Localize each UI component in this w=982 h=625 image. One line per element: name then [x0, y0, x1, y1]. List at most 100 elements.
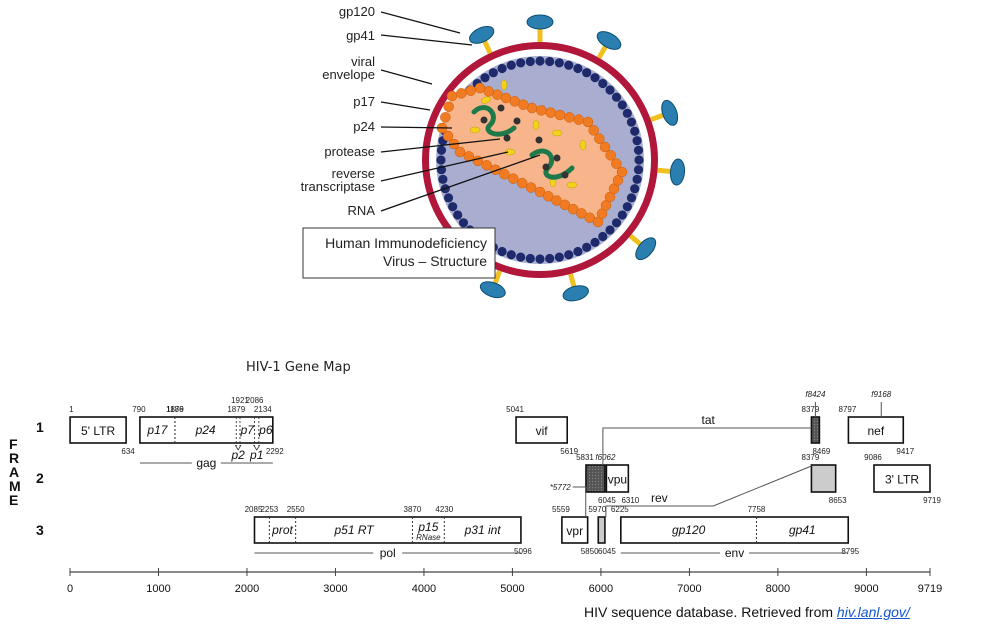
capsid-bead — [543, 191, 554, 202]
p24-capsid-beads — [436, 82, 628, 228]
label-reverse: reverse — [332, 166, 375, 181]
matrix-bead — [453, 210, 463, 220]
frame-letter-a: A — [9, 464, 19, 480]
callout-lines — [380, 11, 541, 212]
gene-end-coord: 6310 — [621, 496, 639, 505]
gene-end-coord: 5096 — [514, 547, 532, 556]
matrix-bead — [497, 63, 507, 74]
matrix-bead — [535, 56, 545, 66]
group-label: env — [725, 546, 744, 560]
matrix-bead — [611, 92, 622, 102]
source-link[interactable]: hiv.lanl.gov/ — [836, 604, 910, 620]
gene-start-coord: 8379 — [802, 405, 820, 414]
label-gp41: gp41 — [346, 28, 375, 43]
matrix-bead — [545, 253, 555, 264]
gene-end-coord: 5619 — [560, 447, 578, 456]
envelope-spikes — [469, 14, 686, 302]
gene-label: vif — [536, 424, 549, 438]
divider-coord: 2253 — [260, 505, 278, 514]
capsid-bead — [516, 177, 528, 189]
frame-1-label: 1 — [36, 419, 44, 435]
group-label: pol — [380, 546, 396, 560]
subregion-label: p15 — [417, 520, 438, 534]
gene-end-coord: 2292 — [266, 447, 284, 456]
matrix-bead — [497, 246, 507, 257]
subregion-p17: p17 — [146, 423, 168, 437]
axis-tick-label: 2000 — [235, 583, 259, 595]
gene-map-title: HIV-1 Gene Map — [246, 360, 351, 375]
axis-tick-label: 7000 — [677, 583, 701, 595]
axis-tick-label: 9000 — [854, 583, 878, 595]
axis-tick-label: 0 — [67, 583, 73, 595]
gene-start-coord: 5970 — [588, 505, 606, 514]
gene-start-coord: 6225 — [611, 505, 629, 514]
matrix-bead — [573, 246, 583, 257]
matrix-bead — [564, 60, 574, 70]
gene-start-coord: 9086 — [864, 453, 882, 462]
capsid-bead — [508, 173, 519, 184]
vpr-5772-label: *5772 — [550, 483, 571, 492]
matrix-bead — [622, 202, 632, 212]
matrix-bead — [590, 73, 600, 83]
capsid-bead — [576, 208, 587, 219]
cleavage-label-p2: p2 — [230, 448, 245, 462]
gene-start-coord: 1 — [69, 405, 74, 414]
hiv-virus-structure-illustration: gp120 gp41 viral envelope p17 p24 protea… — [301, 4, 686, 302]
gp120-gp41-spike — [562, 273, 589, 302]
matrix-bead — [617, 100, 627, 110]
divider-coord: 1186 — [166, 405, 184, 414]
capsid-bead — [499, 168, 510, 180]
rev-splice-line — [605, 465, 812, 517]
matrix-bead — [598, 231, 608, 242]
matrix-bead — [516, 252, 526, 262]
label-viral: viral — [351, 54, 375, 69]
divider-coord: 1921 — [231, 396, 249, 405]
matrix-bead — [506, 250, 516, 260]
subregion-label: p6 — [258, 423, 273, 437]
capsid-bead — [611, 158, 622, 169]
label-rna: RNA — [348, 203, 376, 218]
virus-title-box — [302, 227, 496, 279]
gp120-gp41-spike — [657, 158, 686, 186]
matrix-bead — [525, 253, 535, 264]
gp120-gp41-spike — [650, 99, 679, 126]
matrix-bead — [554, 58, 564, 68]
axis-tick-label: 9719 — [918, 583, 942, 595]
subregion-gp120: gp120 — [672, 523, 706, 537]
capsid-bead — [616, 166, 628, 178]
gp120-gp41-spike — [526, 14, 554, 42]
gene-start-coord: f6062 — [595, 453, 616, 462]
matrix-bead — [488, 68, 498, 78]
matrix-bead — [506, 60, 516, 70]
matrix-bead — [516, 58, 526, 68]
matrix-bead — [443, 193, 454, 203]
axis-tick-label: 8000 — [766, 583, 790, 595]
subregion-label: p7 — [240, 423, 256, 437]
capsid-bead — [454, 146, 466, 158]
gp120-gp41-spike — [596, 31, 622, 60]
gene-start-coord: 8379 — [802, 453, 820, 462]
matrix-bead — [458, 218, 469, 228]
divider-coord: 2086 — [246, 396, 264, 405]
matrix-bead — [582, 242, 592, 252]
label-gp120: gp120 — [339, 4, 375, 19]
capsid-bead — [534, 186, 546, 198]
source-caption: HIV sequence database. Retrieved from hi… — [584, 604, 910, 620]
divider-coord: 7758 — [748, 505, 766, 514]
matrix-bead — [626, 117, 637, 127]
matrix-bead — [436, 155, 446, 165]
divider-coord: 3870 — [404, 505, 422, 514]
gene-end-coord: 8795 — [841, 547, 859, 556]
capsid-bead — [481, 160, 492, 171]
protease-enzymes — [469, 79, 587, 189]
capsid-bead — [567, 203, 579, 215]
matrix-bead — [633, 165, 644, 175]
